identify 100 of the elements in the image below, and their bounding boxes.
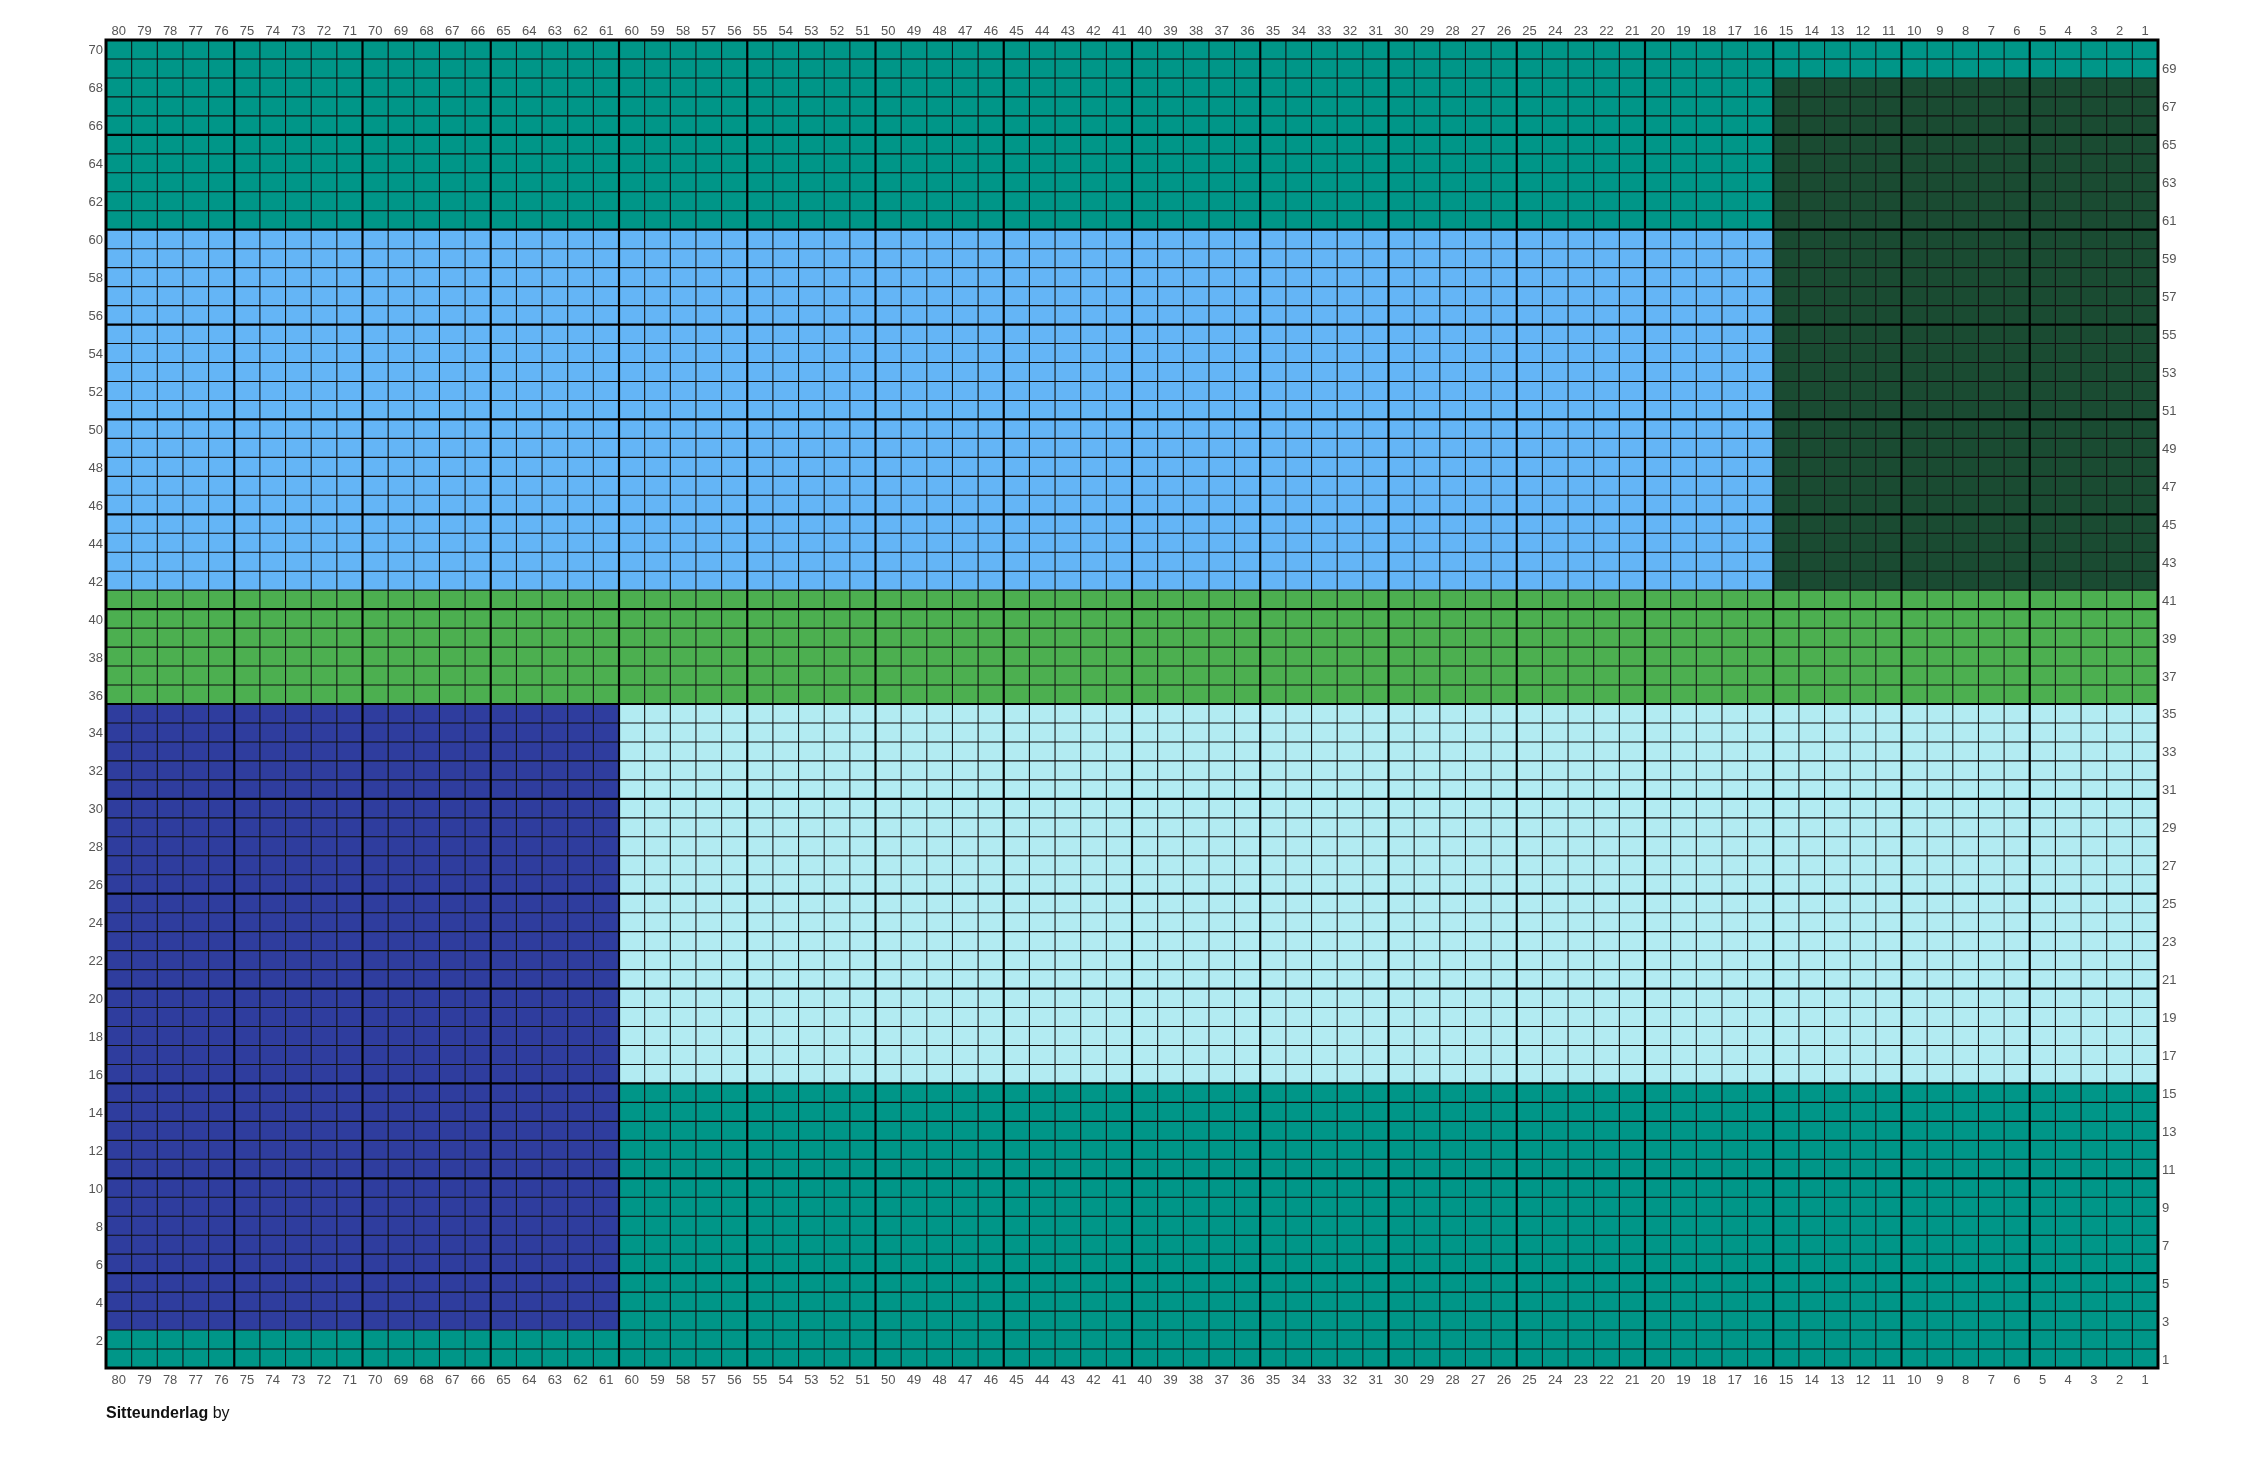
column-number: 51 [855,22,870,38]
column-number: 79 [137,1371,152,1387]
column-number: 44 [1035,1371,1050,1387]
column-number: 16 [1753,1371,1768,1387]
column-number: 12 [1855,22,1871,38]
column-number: 53 [804,22,819,38]
column-number: 23 [1573,22,1589,38]
column-number: 74 [265,22,280,38]
column-number: 31 [1368,22,1383,38]
column-number: 10 [1907,22,1922,38]
column-number: 50 [881,1371,896,1387]
column-number: 72 [316,22,332,38]
column-number: 62 [573,22,588,38]
column-number: 47 [958,1371,973,1387]
column-number: 44 [1035,22,1050,38]
column-number: 40 [1137,22,1153,38]
row-number: 7 [2162,1237,2170,1253]
column-number: 10 [1907,1371,1922,1387]
column-number: 69 [393,1371,409,1387]
column-number: 15 [1778,22,1794,38]
column-number: 3 [2090,1371,2098,1387]
column-number: 62 [573,1371,588,1387]
column-number: 70 [368,22,383,38]
row-number: 52 [88,383,103,399]
column-number: 35 [1265,22,1281,38]
column-number: 38 [1188,22,1204,38]
column-number: 59 [650,22,665,38]
column-number: 75 [239,22,255,38]
column-number: 22 [1599,22,1614,38]
row-number: 31 [2162,781,2177,797]
row-number: 40 [88,611,103,627]
column-number: 37 [1214,22,1229,38]
column-number: 24 [1548,1371,1563,1387]
column-number: 14 [1804,22,1819,38]
column-number: 11 [1881,1371,1896,1387]
column-number: 8 [1962,22,1970,38]
row-number: 51 [2162,402,2177,418]
column-number: 38 [1188,1371,1204,1387]
chart-title: Sitteunderlag by [106,1403,230,1423]
column-number: 9 [1936,22,1944,38]
column-number: 32 [1342,22,1358,38]
column-number: 66 [470,1371,486,1387]
row-number: 68 [88,79,103,95]
column-number: 59 [650,1371,665,1387]
column-number: 28 [1445,1371,1460,1387]
column-number: 41 [1111,22,1127,38]
column-number: 5 [2038,1371,2047,1387]
column-number: 1 [2141,22,2149,38]
row-number: 19 [2162,1009,2177,1025]
column-number: 23 [1573,1371,1589,1387]
column-number: 2 [2115,1371,2124,1387]
column-number: 60 [624,22,640,38]
column-number: 1 [2141,1371,2149,1387]
row-number: 13 [2162,1123,2177,1139]
row-number: 66 [88,117,103,133]
row-number: 11 [2162,1161,2176,1177]
row-number: 29 [2162,819,2177,835]
row-number: 23 [2162,933,2177,949]
row-number: 2 [95,1332,103,1348]
row-number: 70 [88,42,103,57]
column-number: 51 [855,1371,870,1387]
column-number: 31 [1368,1371,1383,1387]
column-number: 55 [752,1371,768,1387]
column-number: 66 [470,22,486,38]
column-number: 71 [342,22,357,38]
row-number: 6 [95,1256,103,1272]
column-number: 2 [2115,22,2124,38]
row-number: 64 [88,155,103,171]
row-number: 61 [2162,212,2177,228]
column-number: 70 [368,1371,383,1387]
column-number: 64 [522,1371,537,1387]
column-number: 42 [1086,1371,1101,1387]
row-number: 47 [2162,478,2177,494]
column-number: 52 [829,22,845,38]
column-number: 19 [1676,22,1691,38]
column-number: 67 [445,1371,460,1387]
column-number: 5 [2038,22,2047,38]
column-number: 27 [1471,1371,1486,1387]
column-number: 77 [188,22,203,38]
row-number: 69 [2162,60,2177,76]
column-number: 17 [1727,1371,1742,1387]
column-number: 60 [624,1371,640,1387]
column-number: 55 [752,22,768,38]
row-number: 39 [2162,630,2177,646]
column-number: 7 [1987,22,1995,38]
column-number: 12 [1855,1371,1871,1387]
column-number: 56 [727,1371,742,1387]
column-number: 36 [1240,22,1255,38]
column-number: 57 [701,1371,716,1387]
column-number: 65 [496,1371,511,1387]
column-number: 61 [598,1371,614,1387]
row-number: 43 [2162,554,2177,570]
column-number: 64 [522,22,537,38]
column-number: 67 [445,22,460,38]
row-number: 41 [2162,592,2177,608]
column-number: 52 [829,1371,845,1387]
column-number: 6 [2013,1371,2021,1387]
column-number: 49 [906,22,922,38]
column-number: 13 [1830,1371,1845,1387]
column-number: 11 [1881,22,1896,38]
